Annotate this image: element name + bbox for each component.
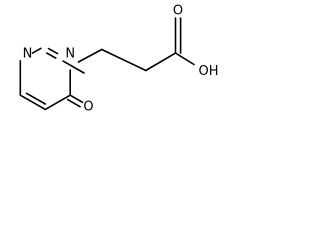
bond-c4-o-double [66, 98, 81, 108]
atom-o-acid-label: O [173, 4, 183, 19]
bond-ch2-ch2 [101, 48, 147, 72]
bond-c6-c5-double [25, 92, 47, 105]
chemical-structure-diagram: N N O O OH [19, 4, 219, 114]
bond-c2-n3-double [47, 47, 59, 55]
bond-c-oh [174, 52, 195, 66]
propanoic-acid-chain [77, 17, 195, 72]
atom-n-sub-label: N [65, 46, 75, 61]
atom-n-top-label: N [23, 46, 33, 61]
bond-n1-c2 [31, 47, 42, 54]
bond-c4-o [69, 94, 84, 104]
bond-c5-c4 [44, 94, 71, 111]
bond-c2-n3 [45, 52, 57, 59]
bond-ch2-cooh [145, 52, 177, 72]
bond-n3-c2-b [62, 60, 85, 74]
atom-oh-acid-label: OH [198, 64, 218, 79]
bond-n3-ch2 [77, 48, 103, 63]
pyrimidinone-ring [19, 47, 85, 111]
bond-c6-c5 [19, 94, 47, 111]
atom-o-ring-label: O [83, 99, 93, 114]
